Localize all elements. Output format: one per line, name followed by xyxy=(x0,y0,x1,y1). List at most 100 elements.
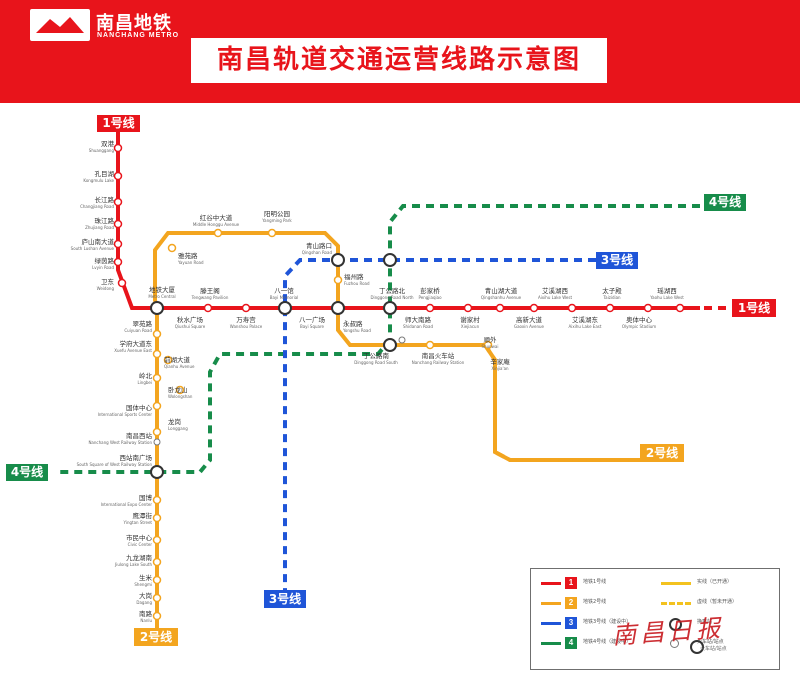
station-label-en: Metro Central xyxy=(148,294,176,299)
station-label-cn: 辛家庵 xyxy=(490,358,510,366)
station-label-en: Cuiyuan Road xyxy=(124,328,152,333)
line2-east-badge: 2号线 xyxy=(640,444,684,462)
interchange-stations xyxy=(150,253,397,479)
line2-dashed-section xyxy=(483,343,640,462)
station-label-en: Weidong xyxy=(96,286,114,291)
station-label-en: Lvyin Road xyxy=(92,265,114,270)
station-aixihuxi: 艾溪湖西 Aixihu Lake West xyxy=(528,285,582,300)
legend-swatch xyxy=(541,602,561,605)
legend-line4: 4 地铁4号线（建设中） xyxy=(541,637,661,651)
station-label-en: Zhujiang Road xyxy=(85,225,114,230)
station-label-cn: 绿茵路 xyxy=(94,257,115,265)
station-lvyinlu: 绿茵路 Lvyin Road xyxy=(60,255,114,270)
station-label-cn: 高新大道 xyxy=(516,316,542,324)
station-label-en: Olympic Stadium xyxy=(621,324,657,329)
station-ditiedasha: 地铁大厦 Metro Central xyxy=(140,284,184,299)
station-label-en: Yongshu Road xyxy=(343,328,371,333)
page-title: 南昌轨道交通运营线路示意图 xyxy=(191,38,607,83)
station-label-cn: 九龙湖南 xyxy=(126,554,152,562)
station-shidananlu: 师大南路 Shidanan Road xyxy=(396,314,440,329)
station-label-cn: 滕王阁 xyxy=(200,287,220,295)
legend-swatch xyxy=(541,622,561,625)
station-changjianglu: 长江路 Changjiang Road xyxy=(60,194,114,209)
station-label-cn: 西站南广场 xyxy=(119,454,153,462)
station-label-en: Nanlu xyxy=(140,618,152,623)
legend-label: 地铁1号线 xyxy=(583,579,607,585)
station-xuefu: 学府大道东 Xuefu Avenue East xyxy=(84,338,152,353)
station-label-en: Wanshou Palace xyxy=(229,324,263,329)
station-cuiyuanlu: 翠苑路 Cuiyuan Road xyxy=(84,318,152,333)
station-label-cn: 彭家桥 xyxy=(420,287,440,295)
station-label-en: Yangming Park xyxy=(262,218,292,223)
station-label-cn: 前湖大道 xyxy=(164,356,190,364)
legend-line1: 1 地铁1号线 xyxy=(541,577,661,591)
station-label-en: Bayi Memorial xyxy=(269,295,299,300)
station-label-cn: 雅苑路 xyxy=(178,252,198,260)
station-qianhu: 前湖大道 Qianhu Avenue xyxy=(164,354,218,369)
map-legend: 1 地铁1号线 2 地铁2号线 3 地铁3号线（建设中） 4 地铁4号线（建设中… xyxy=(530,568,780,670)
legend-solid: 实线（已开通） xyxy=(661,577,771,591)
station-label-cn: 南昌火车站 xyxy=(421,352,455,360)
legend-number: 2 xyxy=(565,597,577,609)
legend-type-label: 换乘站 xyxy=(697,619,713,625)
line1-north-badge: 1号线 xyxy=(97,115,140,132)
station-label-en: Longgang xyxy=(168,426,188,431)
station-label-cn: 市民中心 xyxy=(126,534,152,542)
line3-south-badge: 3号线 xyxy=(264,590,306,608)
station-lingbei: 岭北 Lingbei xyxy=(100,370,152,385)
station-label-cn: 学府大道东 xyxy=(119,340,153,348)
station-label-en: Shunwai xyxy=(481,344,499,349)
station-label-cn: 艾溪湖西 xyxy=(542,287,568,295)
station-label-en: Shuanggang xyxy=(88,148,114,153)
station-tengwangge: 滕王阁 Tengwang Pavilion xyxy=(188,285,232,300)
station-label-cn: 卫东 xyxy=(101,278,114,286)
station-shengmi: 生米 Shengmi xyxy=(104,572,152,587)
line2 xyxy=(153,231,640,632)
station-weidong: 卫东 Weidong xyxy=(70,276,114,291)
station-yingtanjie: 鹰潭街 Yingtan Street xyxy=(84,510,152,525)
line1-stations xyxy=(113,143,685,313)
station-label-cn: 瑶湖西 xyxy=(657,287,677,295)
station-guobo: 国博 International Expo Center xyxy=(68,492,152,507)
station-label-cn: 翠苑路 xyxy=(132,320,153,328)
legend-type-label: 实线（已开通） xyxy=(697,579,733,585)
station-label-cn: 鹰潭街 xyxy=(132,512,153,520)
station-label-en: Gaoxin Avenue xyxy=(513,324,545,329)
station-label-cn: 太子殿 xyxy=(602,287,622,295)
line3 xyxy=(283,258,596,600)
station-qingshanhudadao: 青山湖大道 Qingshanhu Avenue xyxy=(474,285,528,300)
station-label-cn: 南路 xyxy=(139,610,152,618)
station-dinggonglubei: 丁公路北 Dinggong Road North xyxy=(368,285,416,300)
legend-label: 地铁2号线 xyxy=(583,599,607,605)
station-label-en: Dinggong Road South xyxy=(354,360,398,365)
station-label-en: International Sports Center xyxy=(97,412,152,417)
line1-east-badge: 1号线 xyxy=(732,299,776,317)
station-dinggongnan: 丁公路南 Dinggong Road South xyxy=(346,350,406,365)
station-miaowai: 顺外 Shunwai xyxy=(470,334,510,349)
station-aixihudong: 艾溪湖东 Aixihu Lake East xyxy=(560,314,610,329)
station-label-en: Kongmulu Lake xyxy=(83,178,114,183)
station-yaohuxi: 瑶湖西 Yaohu Lake West xyxy=(640,285,694,300)
line4 xyxy=(60,204,700,474)
header-banner: 南昌地铁 NANCHANG METRO 南昌轨道交通运营线路示意图 xyxy=(0,0,800,103)
station-label-cn: 孔目湖 xyxy=(94,170,115,178)
station-wolongshan: 卧龙山 Wolongshan xyxy=(168,384,218,399)
station-label-cn: 艾溪湖东 xyxy=(572,316,598,324)
watermark-seal-icon xyxy=(690,640,704,654)
station-bayiguan: 八一馆 Bayi Memorial xyxy=(262,285,306,300)
station-label-en: International Expo Center xyxy=(100,502,152,507)
station-label-cn: 秋水广场 xyxy=(177,316,203,324)
line4-northeast-badge: 4号线 xyxy=(704,194,746,211)
station-shiminzhongxin: 市民中心 Civic Center xyxy=(84,532,152,547)
line3-east-badge: 3号线 xyxy=(596,252,638,269)
legend-number: 1 xyxy=(565,577,577,589)
station-label-cn: 红谷中大道 xyxy=(199,214,233,222)
brand-name-en: NANCHANG METRO xyxy=(97,32,180,39)
legend-line3: 3 地铁3号线（建设中） xyxy=(541,617,661,631)
station-label-en: Jiulong Lake South xyxy=(115,562,152,567)
station-label-cn: 师大南路 xyxy=(405,316,431,324)
station-longgang: 龙岗 Longgang xyxy=(168,416,208,431)
line2-south-badge: 2号线 xyxy=(134,628,178,646)
station-xizhannan: 西站南广场 South Square of West Railway Stati… xyxy=(64,452,152,467)
station-taizidian: 太子殿 Taizidian xyxy=(592,285,632,300)
